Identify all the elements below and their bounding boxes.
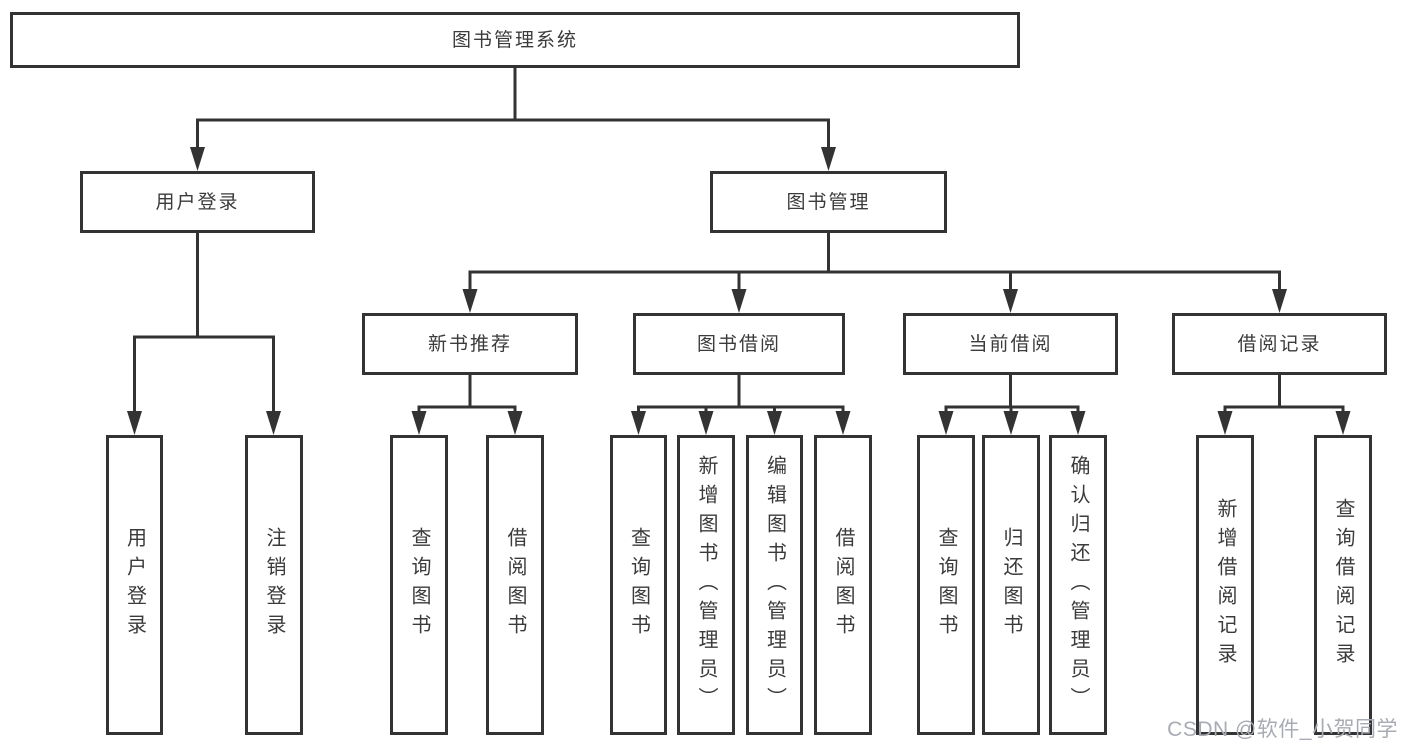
connector-book-borrow-split (631, 373, 851, 435)
leaf-nbr-borrow-books-label: 借阅图书 (504, 527, 526, 643)
leaf-nbr-query-books: 查询图书 (390, 435, 448, 735)
leaf-user-login-label: 用户登录 (123, 527, 146, 643)
leaf-cb-confirm-return-admin: 确认归还（管理员） (1049, 435, 1107, 735)
arrowhead-icon (1217, 411, 1233, 435)
leaf-cb-query-books-label: 查询图书 (935, 527, 957, 643)
leaf-nbr-borrow-books: 借阅图书 (486, 435, 544, 735)
arrowhead-icon (698, 411, 714, 435)
arrowhead-icon (462, 289, 478, 313)
node-current-borrowing: 当前借阅 (903, 313, 1118, 375)
leaf-bb-query-books-label: 查询图书 (627, 527, 650, 643)
leaf-br-add-borrow-record: 新增借阅记录 (1196, 435, 1254, 735)
leaf-br-query-borrow-record-label: 查询借阅记录 (1332, 498, 1354, 672)
leaf-bb-query-books: 查询图书 (610, 435, 667, 735)
node-book-borrowing-label: 图书借阅 (696, 333, 781, 355)
node-borrowing-records-label: 借阅记录 (1237, 333, 1322, 355)
arrowhead-icon (767, 411, 782, 435)
arrowhead-icon (731, 289, 747, 313)
arrowhead-icon (127, 411, 142, 435)
leaf-cb-return-books-label: 归还图书 (1000, 527, 1022, 643)
arrowhead-icon (835, 411, 851, 435)
node-new-book-recommendation-label: 新书推荐 (427, 333, 512, 355)
connector-user-login-split (127, 231, 281, 435)
leaf-bb-add-books-admin-label: 新增图书（管理员） (695, 454, 717, 716)
watermark: CSDN @软件_小贺同学 (1167, 718, 1398, 741)
leaf-br-add-borrow-record-label: 新增借阅记录 (1214, 498, 1236, 672)
leaf-bb-borrow-books: 借阅图书 (814, 435, 872, 735)
arrowhead-icon (1272, 289, 1287, 313)
leaf-bb-edit-books-admin-label: 编辑图书（管理员） (763, 454, 786, 716)
arrowhead-icon (1003, 289, 1018, 313)
leaf-user-login: 用户登录 (106, 435, 163, 735)
leaf-cb-return-books: 归还图书 (982, 435, 1040, 735)
leaf-nbr-query-books-label: 查询图书 (408, 527, 430, 643)
leaf-cb-confirm-return-admin-label: 确认归还（管理员） (1067, 454, 1089, 716)
connector-current-borrow-split (938, 373, 1086, 435)
leaf-bb-borrow-books-label: 借阅图书 (832, 527, 854, 643)
arrowhead-icon (266, 411, 281, 435)
node-book-management-label: 图书管理 (786, 191, 871, 213)
leaf-bb-add-books-admin: 新增图书（管理员） (677, 435, 735, 735)
arrowhead-icon (1335, 411, 1351, 435)
arrowhead-icon (507, 411, 523, 435)
leaf-bb-edit-books-admin: 编辑图书（管理员） (746, 435, 803, 735)
arrowhead-icon (821, 147, 836, 171)
connector-root-split (190, 66, 836, 171)
node-library-system-label: 图书管理系统 (451, 29, 578, 51)
arrowhead-icon (1070, 411, 1086, 435)
arrowhead-icon (411, 411, 427, 435)
node-library-system: 图书管理系统 (10, 12, 1020, 68)
node-borrowing-records: 借阅记录 (1172, 313, 1387, 375)
leaf-logout-login-label: 注销登录 (263, 527, 285, 643)
node-user-login-label: 用户登录 (155, 191, 240, 213)
connector-new-book-split (411, 373, 523, 435)
leaf-logout-login: 注销登录 (245, 435, 303, 735)
leaf-br-query-borrow-record: 查询借阅记录 (1314, 435, 1372, 735)
arrowhead-icon (631, 411, 646, 435)
arrowhead-icon (1003, 411, 1019, 435)
node-current-borrowing-label: 当前借阅 (968, 333, 1053, 355)
node-book-management: 图书管理 (710, 171, 947, 233)
connector-book-management-split (462, 231, 1287, 313)
node-new-book-recommendation: 新书推荐 (362, 313, 578, 375)
node-user-login: 用户登录 (80, 171, 315, 233)
node-book-borrowing: 图书借阅 (633, 313, 845, 375)
leaf-cb-query-books: 查询图书 (917, 435, 975, 735)
arrowhead-icon (938, 411, 954, 435)
connector-borrow-records-split (1217, 373, 1351, 435)
arrowhead-icon (190, 147, 205, 171)
